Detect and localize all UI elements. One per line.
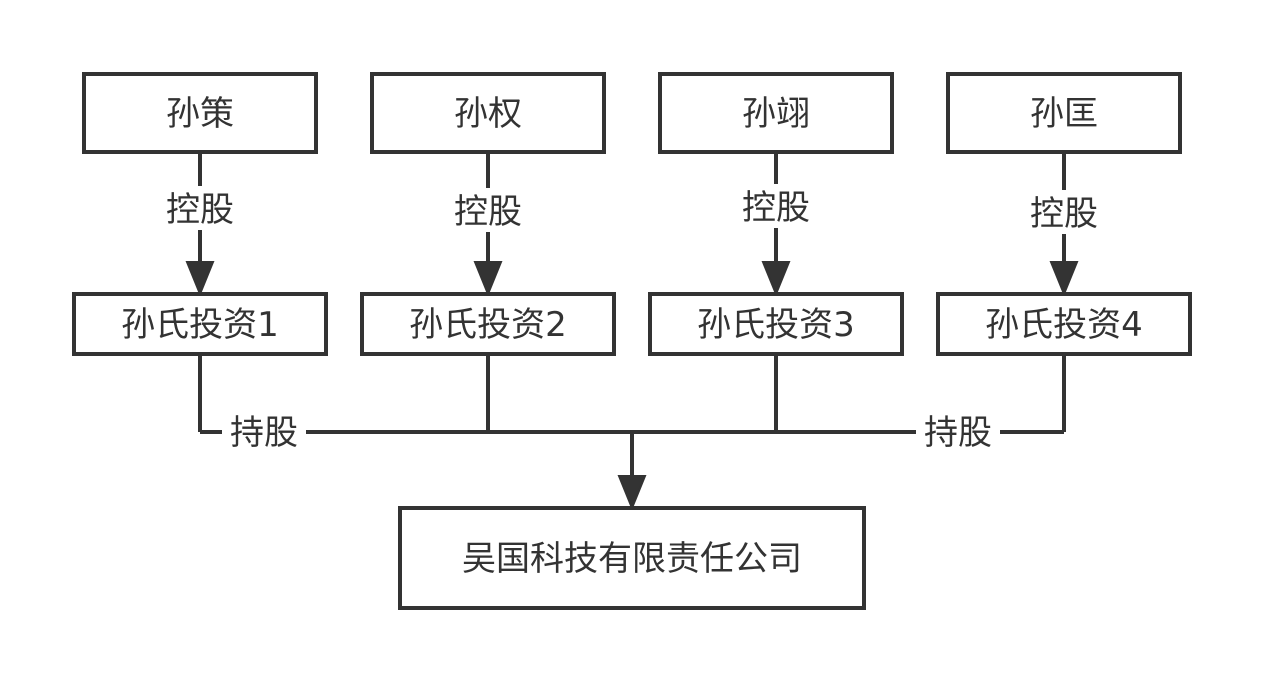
holding-company-node-2[interactable]: 孙氏投资2 [360,292,616,356]
holding-company-label-4: 孙氏投资4 [985,305,1143,345]
shareholder-node-4[interactable]: 孙匡 [946,72,1182,154]
target-company-box [398,506,866,610]
control-arrowhead-3 [761,261,791,297]
shareholder-box-4 [946,72,1182,154]
hold-label-right-bg [916,410,1000,454]
shareholder-label-1: 孙策 [166,94,234,134]
hold-label-left-bg [222,410,306,454]
control-arrowhead-1 [185,261,215,297]
holding-company-box-3 [648,292,904,356]
target-company-label: 吴国科技有限责任公司 [462,539,802,579]
hold-label-left: 持股 [230,413,298,453]
control-label-3: 控股 [742,188,810,228]
shareholder-box-3 [658,72,894,154]
shareholder-nodes: 孙策 孙权 孙翊 孙匡 [82,72,1182,154]
holding-company-box-4 [936,292,1192,356]
control-label-bg-4 [1022,190,1106,234]
control-label-bg-1 [158,186,242,230]
control-label-1: 控股 [166,190,234,230]
hold-arrowhead [617,475,647,511]
shareholder-node-3[interactable]: 孙翊 [658,72,894,154]
control-edge-1: 控股 [158,152,242,297]
shareholder-node-1[interactable]: 孙策 [82,72,318,154]
shareholder-label-2: 孙权 [454,94,522,134]
holding-company-label-2: 孙氏投资2 [409,305,567,345]
target-company-node[interactable]: 吴国科技有限责任公司 [398,506,866,610]
shareholder-box-1 [82,72,318,154]
holding-company-node-3[interactable]: 孙氏投资3 [648,292,904,356]
holding-company-box-1 [72,292,328,356]
shareholder-node-2[interactable]: 孙权 [370,72,606,154]
shareholder-label-4: 孙匡 [1030,94,1098,134]
control-label-4: 控股 [1030,194,1098,234]
shareholder-box-2 [370,72,606,154]
holding-company-node-4[interactable]: 孙氏投资4 [936,292,1192,356]
control-edge-4: 控股 [1022,152,1106,297]
control-edge-3: 控股 [734,152,818,297]
control-edge-2: 控股 [446,152,530,297]
control-arrowhead-2 [473,261,503,297]
control-arrowhead-4 [1049,261,1079,297]
control-edges: 控股 控股 控股 控股 [158,152,1106,297]
holding-company-node-1[interactable]: 孙氏投资1 [72,292,328,356]
holding-company-box-2 [360,292,616,356]
control-label-bg-3 [734,184,818,228]
holding-company-nodes: 孙氏投资1 孙氏投资2 孙氏投资3 孙氏投资4 [72,292,1192,356]
hold-edges: 持股 持股 [198,354,1066,511]
holding-company-label-3: 孙氏投资3 [697,305,855,345]
hold-label-right: 持股 [924,413,992,453]
control-label-bg-2 [446,188,530,232]
holding-company-label-1: 孙氏投资1 [121,305,279,345]
control-label-2: 控股 [454,192,522,232]
shareholder-label-3: 孙翊 [742,94,810,134]
